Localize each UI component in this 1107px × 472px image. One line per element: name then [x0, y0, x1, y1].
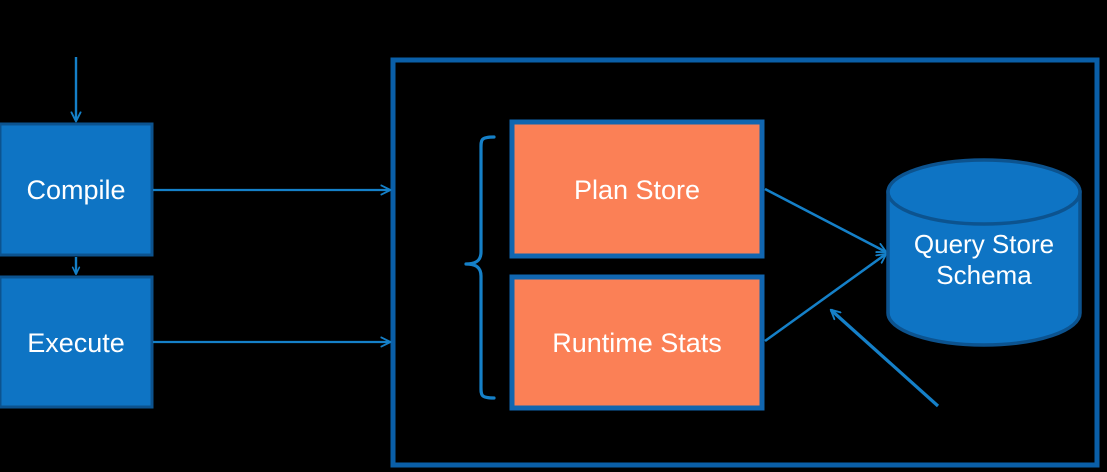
- connector-runtime-stats-to-schema: [764, 252, 888, 343]
- connector-external-to-schema: [829, 308, 940, 408]
- execute-box[interactable]: [0, 275, 154, 409]
- collection-brace: [464, 135, 496, 400]
- query-store-boundary: [390, 57, 1100, 468]
- connector-plan-store-to-schema: [764, 187, 888, 254]
- query-store-schema-cylinder[interactable]: [886, 158, 1082, 347]
- compile-box[interactable]: [0, 122, 154, 257]
- plan-store-box[interactable]: [509, 119, 765, 259]
- runtime-stats-box[interactable]: [509, 274, 765, 411]
